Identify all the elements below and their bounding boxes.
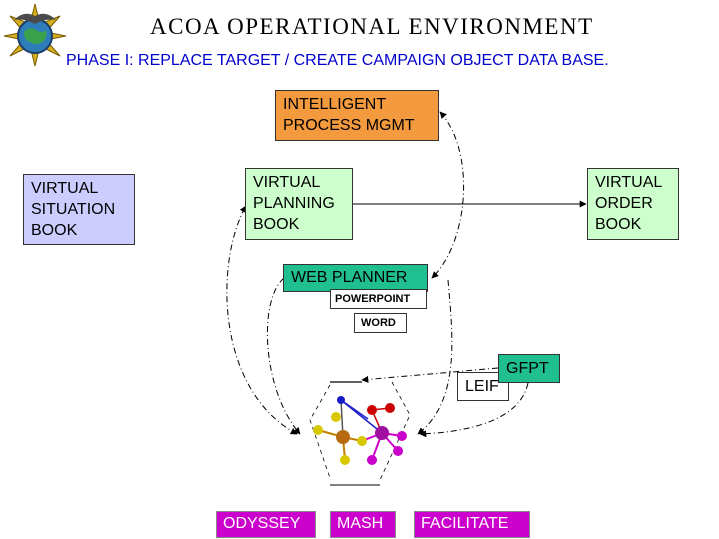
web-planner-box: WEB PLANNER [283, 264, 428, 292]
mash-box: MASH [330, 511, 396, 538]
connector-gfpt-odyssey-2 [419, 382, 529, 438]
word-box: WORD [354, 313, 407, 333]
connector-odyssey-vpb [226, 205, 298, 435]
virtual-order-book-box: VIRTUAL ORDER BOOK [587, 168, 679, 240]
intelligent-process-mgmt-box: INTELLIGENT PROCESS MGMT [275, 90, 439, 141]
page-title: ACOA OPERATIONAL ENVIRONMENT [150, 14, 594, 39]
connector-gfpt-odyssey [361, 367, 499, 383]
virtual-situation-book-box: VIRTUAL SITUATION BOOK [23, 174, 135, 245]
gfpt-box: GFPT [498, 354, 560, 383]
page-subtitle: PHASE I: REPLACE TARGET / CREATE CAMPAIG… [66, 52, 609, 69]
connector-ipm-web [431, 111, 465, 279]
facilitate-box: FACILITATE [414, 511, 530, 538]
odyssey-box: ODYSSEY [216, 511, 316, 538]
connector-ipm-odyssey [417, 279, 453, 435]
virtual-planning-book-box: VIRTUAL PLANNING BOOK [245, 168, 353, 240]
molecule-icon [309, 381, 411, 486]
powerpoint-box: POWERPOINT [330, 289, 427, 309]
connector-web-odyssey [266, 277, 301, 435]
emblem-icon [3, 3, 67, 67]
